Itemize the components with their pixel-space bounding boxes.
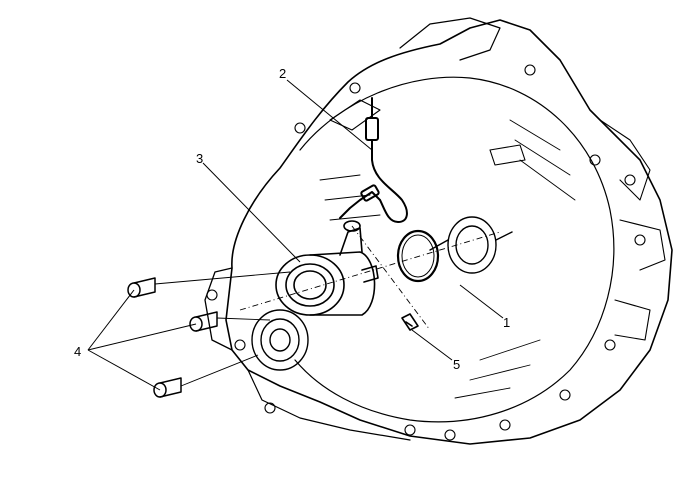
assembly-lines [154,225,501,387]
differential-seal [251,309,309,371]
transmission-housing [204,17,673,445]
callout-1: 1 [503,315,510,330]
mounting-bolt [127,277,156,298]
clutch-slave-cylinder [275,220,379,316]
housing-bolt-holes [206,64,646,441]
mounting-bolt [153,377,182,398]
hydraulic-line [339,97,408,223]
o-ring [396,229,440,283]
callout-3: 3 [196,151,203,166]
retaining-clip [401,313,419,331]
callout-5: 5 [453,357,460,372]
leader-lines [87,79,504,391]
input-shaft-bore [429,216,513,274]
callout-4: 4 [74,344,81,359]
mounting-bolt [189,311,218,332]
callout-2: 2 [279,66,286,81]
